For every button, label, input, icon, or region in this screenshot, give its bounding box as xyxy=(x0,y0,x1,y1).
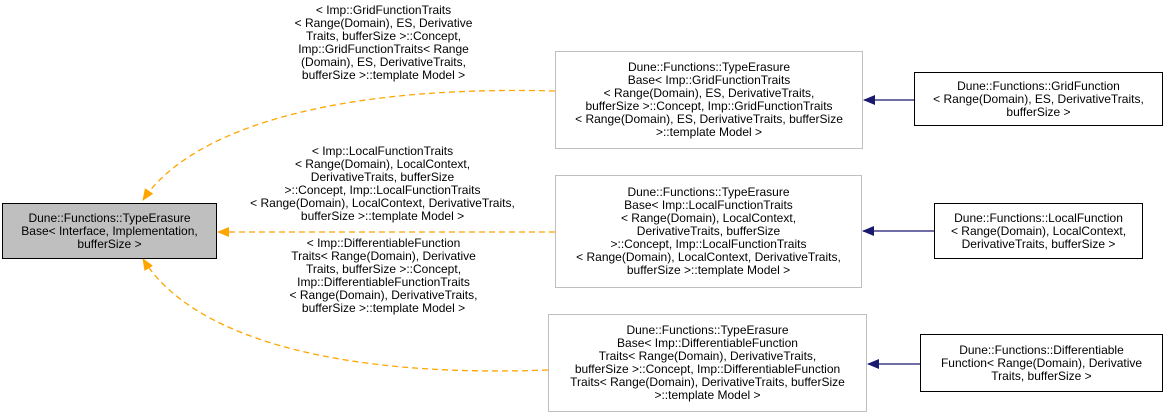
node-type-erasure-base[interactable]: Dune::Functions::TypeErasure Base< Inter… xyxy=(2,203,217,259)
edge-label-grid: < Imp::GridFunctionTraits < Range(Domain… xyxy=(294,3,473,82)
edge-label-local: < Imp::LocalFunctionTraits < Range(Domai… xyxy=(250,144,515,223)
node-grid-function-template[interactable]: Dune::Functions::TypeErasure Base< Imp::… xyxy=(555,51,863,149)
node-type-erasure-base-label: Dune::Functions::TypeErasure Base< Inter… xyxy=(21,210,198,251)
edge-label-diff: < Imp::DifferentiableFunction Traits< Ra… xyxy=(289,236,478,315)
node-differentiable-function-template-label: Dune::Functions::TypeErasure Base< Imp::… xyxy=(570,323,845,402)
node-grid-function[interactable]: Dune::Functions::GridFunction < Range(Do… xyxy=(914,72,1163,126)
template-edge-grid xyxy=(142,89,556,201)
template-edge-diff xyxy=(142,258,549,372)
node-local-function-template[interactable]: Dune::Functions::TypeErasure Base< Imp::… xyxy=(555,175,862,288)
node-local-function-template-label: Dune::Functions::TypeErasure Base< Imp::… xyxy=(576,185,841,277)
node-grid-function-label: Dune::Functions::GridFunction < Range(Do… xyxy=(933,78,1144,119)
node-differentiable-function-template[interactable]: Dune::Functions::TypeErasure Base< Imp::… xyxy=(548,314,867,412)
node-local-function-label: Dune::Functions::LocalFunction < Range(D… xyxy=(950,210,1127,251)
node-local-function[interactable]: Dune::Functions::LocalFunction < Range(D… xyxy=(934,203,1143,259)
node-grid-function-template-label: Dune::Functions::TypeErasure Base< Imp::… xyxy=(575,60,843,139)
node-differentiable-function[interactable]: Dune::Functions::Differentiable Function… xyxy=(920,334,1163,392)
node-differentiable-function-label: Dune::Functions::Differentiable Function… xyxy=(940,342,1143,383)
